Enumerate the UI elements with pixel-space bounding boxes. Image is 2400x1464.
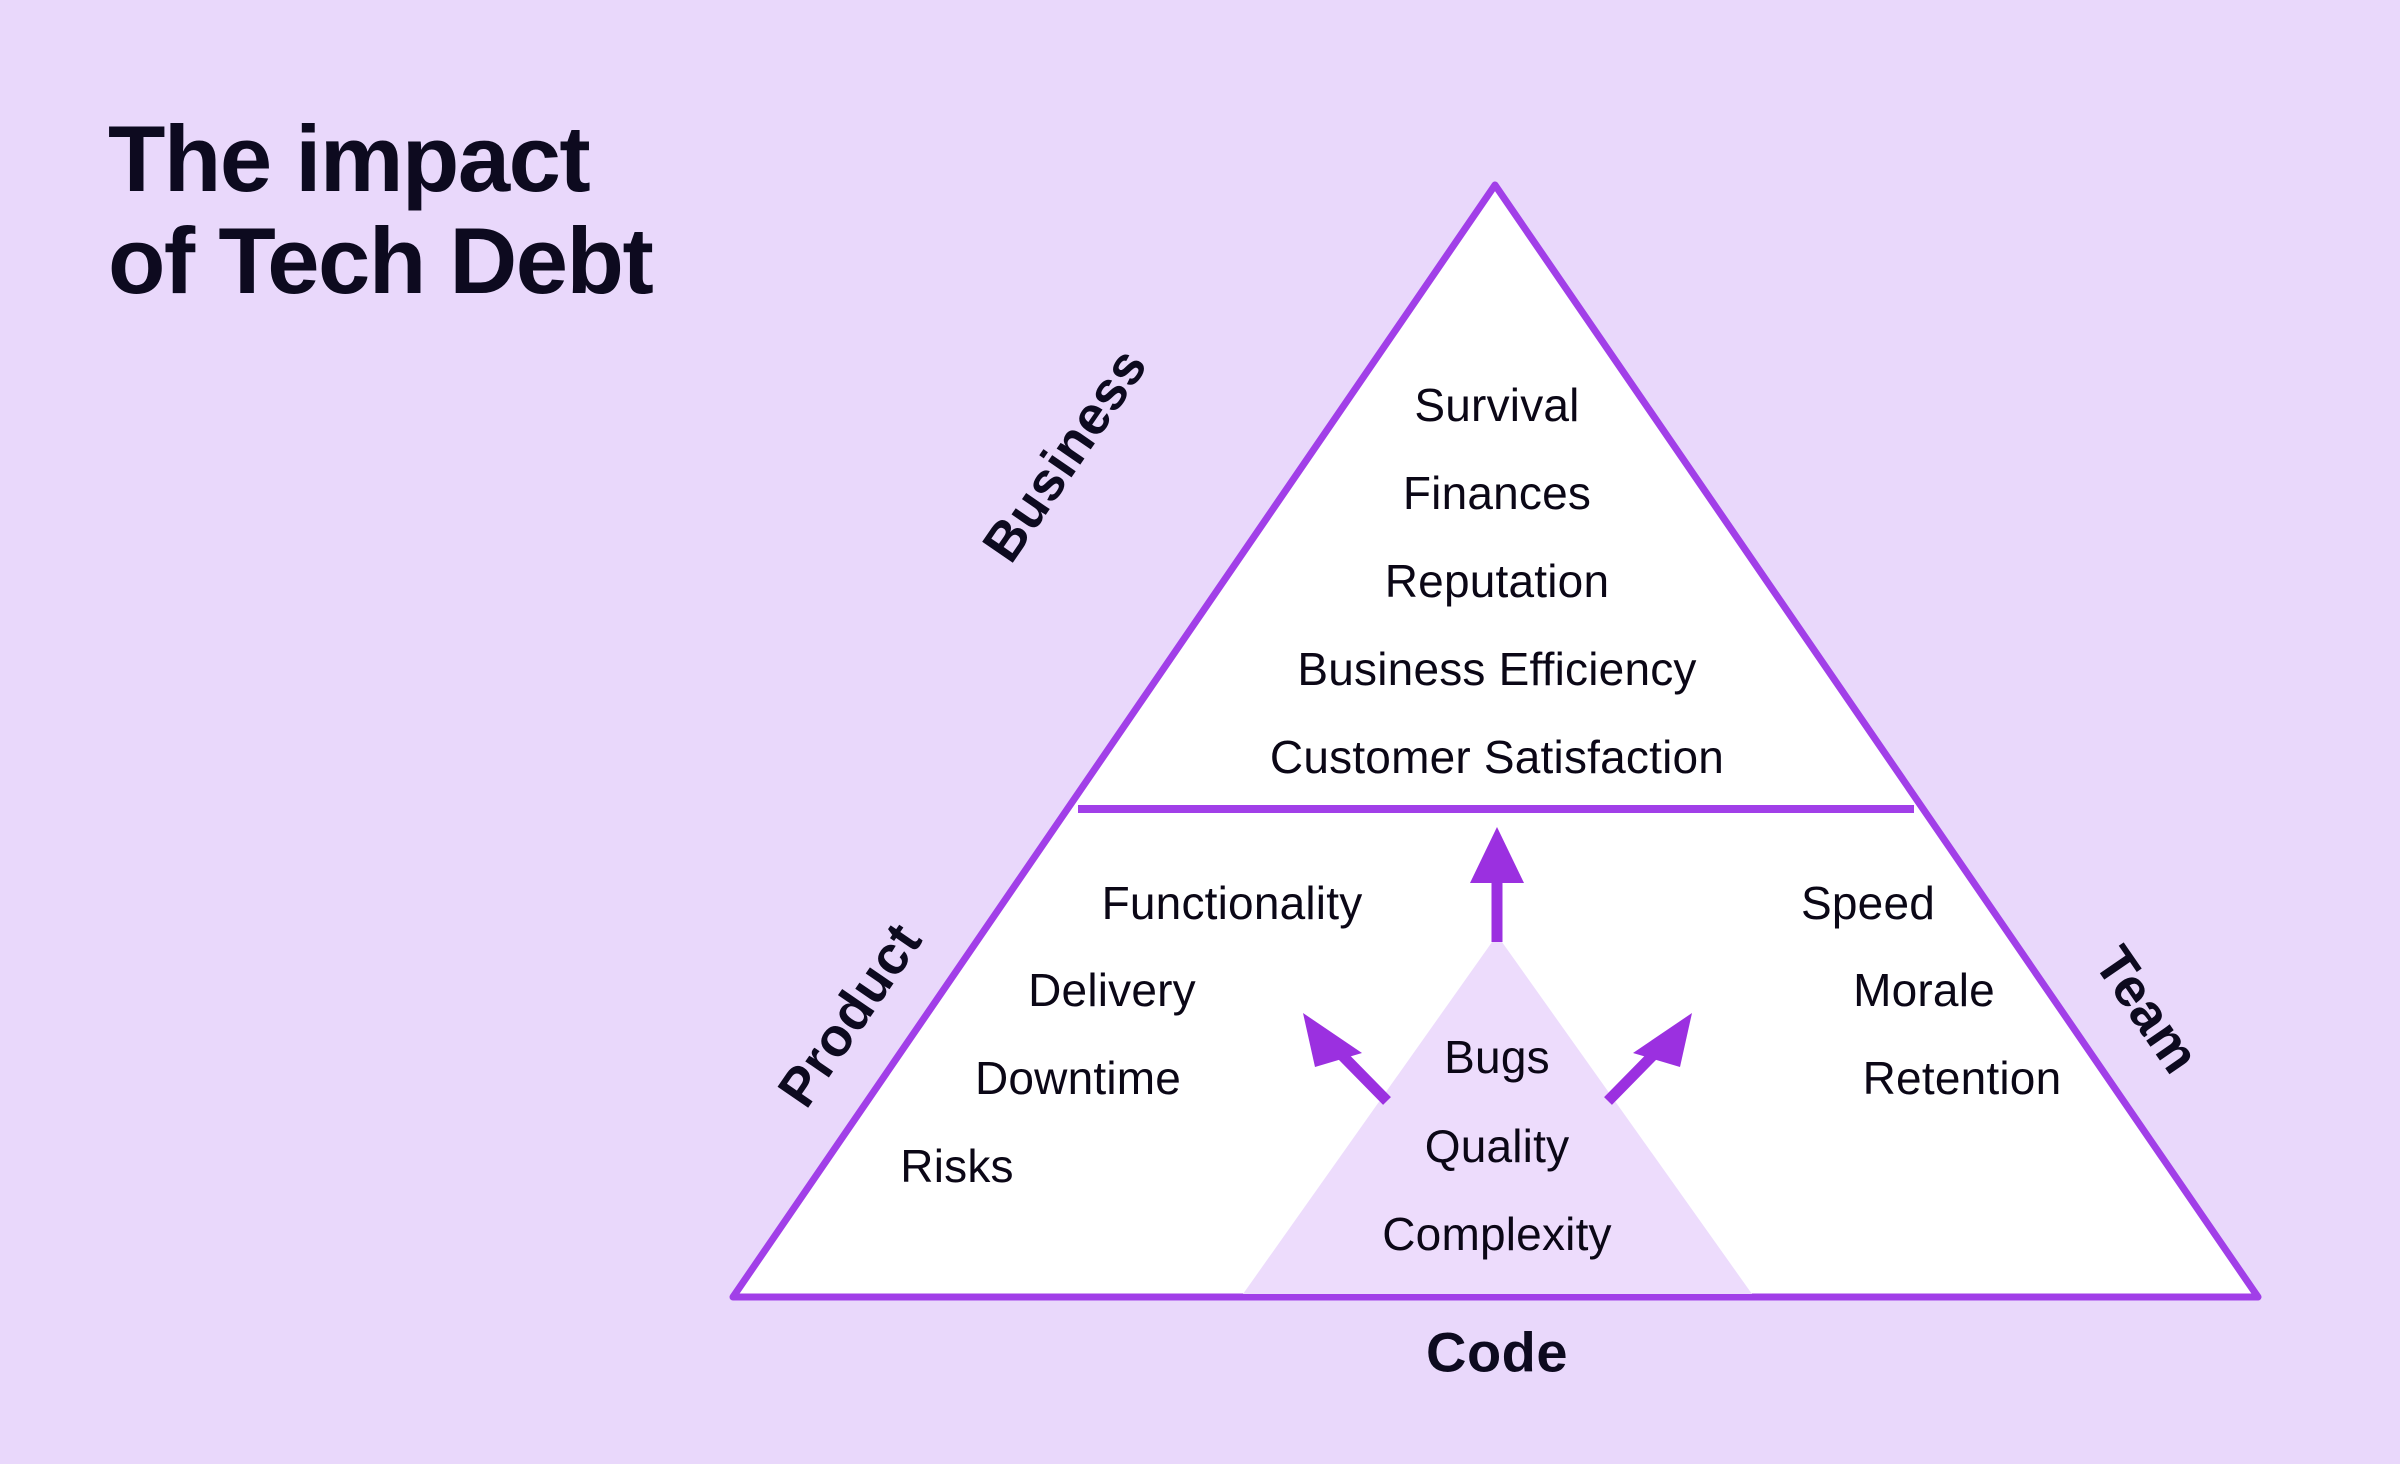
code-item: Complexity xyxy=(1382,1208,1612,1260)
product-item: Functionality xyxy=(1101,877,1363,929)
code-wedge xyxy=(1243,935,1752,1294)
product-item: Risks xyxy=(900,1140,1014,1192)
arrow-up-left-icon xyxy=(1303,1013,1391,1105)
product-item: Delivery xyxy=(1028,964,1196,1016)
product-item: Downtime xyxy=(974,1052,1182,1104)
code-item: Quality xyxy=(1424,1120,1570,1172)
pyramid-outline xyxy=(729,181,2262,1301)
business-item: Business Efficiency xyxy=(1297,643,1697,695)
page-title: The impact of Tech Debt xyxy=(108,106,654,313)
business-item: Survival xyxy=(1414,379,1580,431)
team-item: Retention xyxy=(1862,1052,2062,1104)
code-item: Bugs xyxy=(1444,1031,1550,1083)
base-label-code: Code xyxy=(1426,1320,1568,1384)
team-item: Speed xyxy=(1800,877,1936,929)
team-item: Morale xyxy=(1853,964,1995,1016)
business-item: Customer Satisfaction xyxy=(1269,731,1725,783)
arrow-up-icon xyxy=(1470,827,1524,942)
business-item: Finances xyxy=(1402,467,1592,519)
arrow-up-right-icon xyxy=(1604,1013,1692,1105)
business-item: Reputation xyxy=(1384,555,1610,607)
